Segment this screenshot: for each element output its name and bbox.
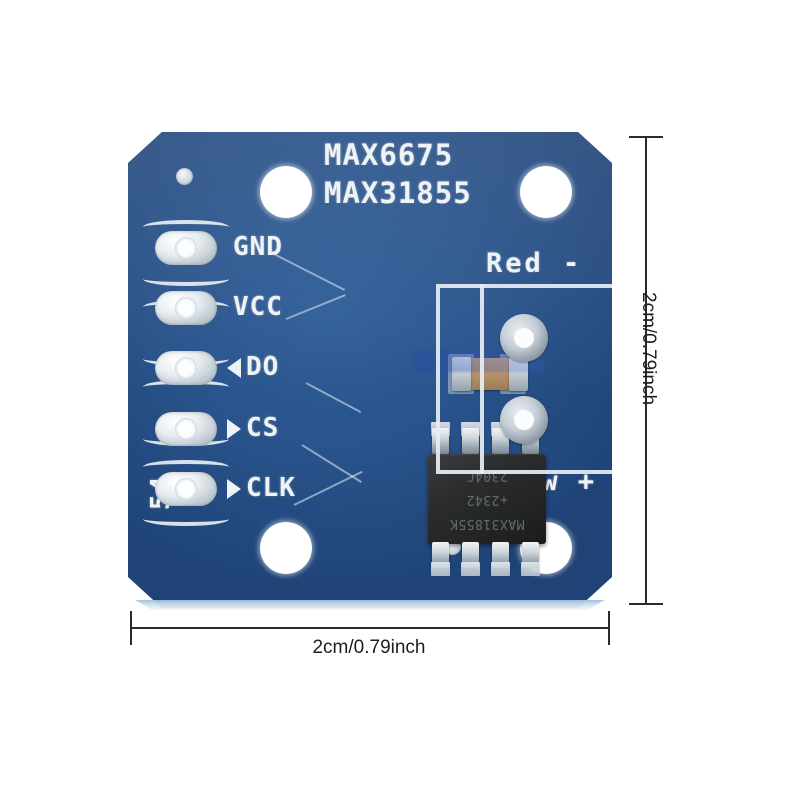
solder-pad-do [155, 351, 217, 385]
ic-pin-bottom-1 [432, 542, 449, 568]
arrow-icon-do [227, 358, 241, 378]
terminal-block-outline [436, 284, 612, 474]
solder-pad-vcc [155, 291, 217, 325]
dimension-cap-left [130, 611, 132, 645]
trace-gnd [267, 250, 346, 291]
mounting-hole-top-left [260, 166, 312, 218]
pcb-board: MAX6675 MAX31855 54 Red - Yellow + GND [128, 132, 612, 608]
ic-pin-bottom-2 [462, 542, 479, 568]
dimension-cap-bottom [629, 603, 663, 605]
via-top-left [176, 168, 193, 185]
ic-pad-bottom-1 [431, 562, 450, 576]
arrow-icon-clk [227, 479, 241, 499]
terminal-pad-red-negative [500, 314, 548, 362]
pad-bracket-1 [143, 272, 229, 286]
pad-hole-vcc [175, 297, 197, 319]
ic-pin-bottom-4 [522, 542, 539, 568]
ic-pad-bottom-2 [461, 562, 480, 576]
dimension-line-horizontal [130, 627, 610, 629]
capacitor-terminal-left [452, 357, 471, 391]
pin-label-cs: CS [246, 413, 280, 443]
dimension-label-width: 2cm/0.79inch [312, 637, 426, 658]
trace-do [305, 382, 362, 413]
dimension-label-height: 2cm/0.79inch [638, 292, 659, 406]
pad-bracket-0 [143, 220, 229, 234]
ic-max31855: 2304C +2342 MAX31855K [428, 454, 546, 544]
pad-hole-gnd [175, 237, 197, 259]
terminal-hole-red [514, 328, 534, 348]
ic-pin-bottom-3 [492, 542, 509, 568]
terminal-hole-yellow [514, 410, 534, 430]
solder-pad-cs [155, 412, 217, 446]
pad-hole-clk [175, 478, 197, 500]
ic-pad-bottom-3 [491, 562, 510, 576]
pin-label-vcc: VCC [233, 292, 283, 322]
pad-hole-cs [175, 418, 197, 440]
mounting-hole-bottom-left [260, 522, 312, 574]
ic-pad-bottom-4 [521, 562, 540, 576]
trace-vcc [285, 294, 346, 320]
dimension-cap-top [629, 136, 663, 138]
silkscreen-title-max6675: MAX6675 [324, 138, 454, 172]
pcb-board-edge [135, 600, 605, 610]
terminal-pad-yellow-positive [500, 396, 548, 444]
ic-marking-line-1: MAX31855K [449, 516, 525, 531]
dimension-line-vertical [645, 136, 647, 604]
arrow-icon-cs [227, 419, 241, 439]
terminal-block-divider [480, 284, 484, 474]
pin-label-gnd: GND [233, 232, 283, 262]
solder-pad-clk [155, 472, 217, 506]
dimension-label-width-wrap: 2cm/0.79inch [0, 637, 800, 659]
mounting-hole-top-right [520, 166, 572, 218]
pad-hole-do [175, 357, 197, 379]
pin-label-do: DO [246, 352, 280, 382]
ic-pin-top-2 [462, 428, 479, 454]
smd-capacitor [452, 357, 528, 391]
capacitor-terminal-right [509, 357, 528, 391]
pad-bracket-6 [143, 460, 229, 474]
trace-clk [293, 470, 363, 506]
silkscreen-title-max31855: MAX31855 [324, 176, 472, 210]
solder-pad-gnd [155, 231, 217, 265]
ic-marking-line-2: +2342 [466, 492, 508, 507]
dimension-cap-right [608, 611, 610, 645]
silkscreen-label-red-negative: Red - [486, 248, 583, 279]
pin-label-clk: CLK [246, 473, 296, 503]
pad-bracket-7 [143, 512, 229, 526]
